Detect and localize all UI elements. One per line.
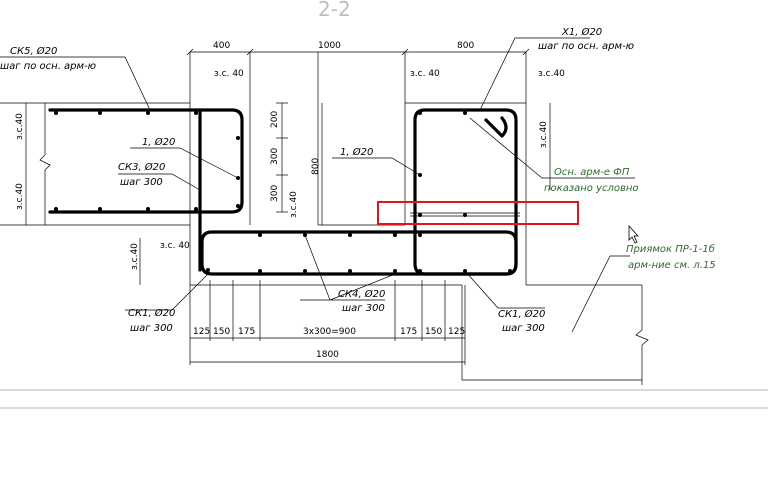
dimension-texts: 400 1000 800 125 150 175 3x300=900 175 1… <box>15 41 565 360</box>
cover-side-left-1: з.с.40 <box>15 113 25 140</box>
cover-top-mid: з.с. 40 <box>410 69 440 79</box>
bar-dots <box>54 111 512 273</box>
callout-texts: СК5, Ø20 шаг по осн. арм-ю Х1, Ø20 шаг п… <box>0 26 716 334</box>
dim-150-a: 150 <box>213 327 230 337</box>
label-ck1-left: СК1, Ø20 <box>128 307 175 319</box>
cover-side-mid: з.с.40 <box>289 191 299 218</box>
dim-800-v: 800 <box>311 158 321 175</box>
dim-175-a: 175 <box>238 327 255 337</box>
label-ck5-step: шаг по осн. арм-ю <box>0 61 96 72</box>
note-fp-1: Осн. арм-е ФП <box>554 167 630 178</box>
label-ck3: СК3, Ø20 <box>118 161 165 173</box>
ck5-bar <box>48 108 244 214</box>
label-ck1-right: СК1, Ø20 <box>498 308 545 320</box>
dim-125-b: 125 <box>448 327 465 337</box>
dim-125-a: 125 <box>193 327 210 337</box>
dim-400: 400 <box>213 41 230 51</box>
cover-top-left: з.с. 40 <box>214 69 244 79</box>
label-ck3-step: шаг 300 <box>120 177 163 188</box>
label-ck1-right-step: шаг 300 <box>502 323 545 334</box>
label-x1-step: шаг по осн. арм-ю <box>538 41 634 52</box>
reinforcement <box>48 108 518 276</box>
label-bar1-left: 1, Ø20 <box>142 136 175 148</box>
dim-175-b: 175 <box>400 327 417 337</box>
dim-300-b: 300 <box>270 185 280 202</box>
label-ck4: СК4, Ø20 <box>338 288 385 300</box>
ck4-bar <box>200 230 518 276</box>
dimension-lines <box>25 48 551 365</box>
label-ck1-left-step: шаг 300 <box>130 323 173 334</box>
concrete-outline <box>0 52 768 409</box>
dim-800: 800 <box>457 41 474 51</box>
mouse-cursor-icon <box>628 224 639 244</box>
label-ck5: СК5, Ø20 <box>10 45 57 57</box>
dim-200: 200 <box>270 111 280 128</box>
label-bar1-mid: 1, Ø20 <box>340 146 373 158</box>
note-fp-2: показано условно <box>544 183 639 194</box>
dim-150-b: 150 <box>425 327 442 337</box>
cover-mid-left: з.с. 40 <box>160 241 190 251</box>
note-pit-2: арм-ние см. л.15 <box>628 260 716 271</box>
cover-top-right: з.с.40 <box>538 69 565 79</box>
section-title: 2-2 <box>318 0 351 21</box>
leader-lines <box>0 37 635 333</box>
dim-1800: 1800 <box>316 350 339 360</box>
x1-bar <box>413 108 518 276</box>
cover-side-right: з.с.40 <box>539 121 549 148</box>
dim-300-a: 300 <box>270 148 280 165</box>
cover-side-left-3: з.с.40 <box>130 243 140 270</box>
dim-1000: 1000 <box>318 41 341 51</box>
highlight-box[interactable] <box>377 201 579 225</box>
cover-side-left-2: з.с.40 <box>15 183 25 210</box>
dim-3x300: 3x300=900 <box>303 327 356 337</box>
note-pit-1: Приямок ПР-1-1б <box>626 243 715 255</box>
label-ck4-step: шаг 300 <box>342 303 385 314</box>
label-x1: Х1, Ø20 <box>561 26 602 38</box>
